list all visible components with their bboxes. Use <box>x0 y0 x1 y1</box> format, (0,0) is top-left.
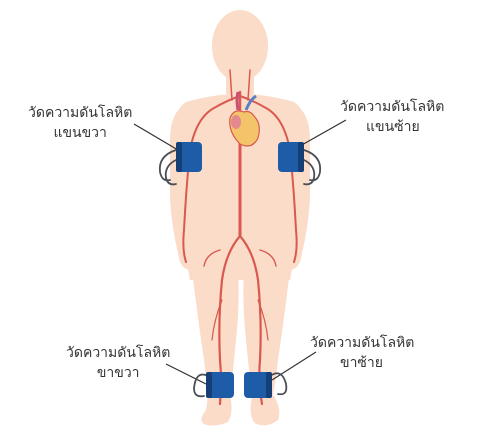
label-right-arm-line2: แขนขวา <box>53 125 107 141</box>
blood-pressure-cuff-right-leg <box>206 372 234 398</box>
label-right-arm: วัดความดันโลหิต แขนขวา <box>28 103 132 143</box>
cuff-tubes <box>158 149 322 398</box>
label-right-arm-line1: วัดความดันโลหิต <box>28 105 133 121</box>
label-right-leg: วัดความดันโลหิต ขาขวา <box>66 343 170 383</box>
label-left-leg-line1: วัดความดันโลหิต <box>310 335 415 351</box>
blood-pressure-cuff-right-arm <box>176 142 202 172</box>
label-right-leg-line2: ขาขวา <box>96 365 140 381</box>
leader-lines <box>133 119 347 385</box>
label-right-leg-line1: วัดความดันโลหิต <box>66 345 171 361</box>
label-left-arm-line1: วัดความดันโลหิต <box>340 99 445 115</box>
label-left-arm-line2: แขนซ้าย <box>366 119 420 135</box>
heart-icon <box>229 91 260 147</box>
blood-pressure-cuff-left-arm <box>278 142 304 172</box>
label-left-arm: วัดความดันโลหิต แขนซ้าย <box>340 97 444 137</box>
label-left-leg-line2: ขาซ้าย <box>340 355 383 371</box>
label-left-leg: วัดความดันโลหิต ขาซ้าย <box>310 333 414 373</box>
blood-pressure-cuff-left-leg <box>244 372 272 398</box>
